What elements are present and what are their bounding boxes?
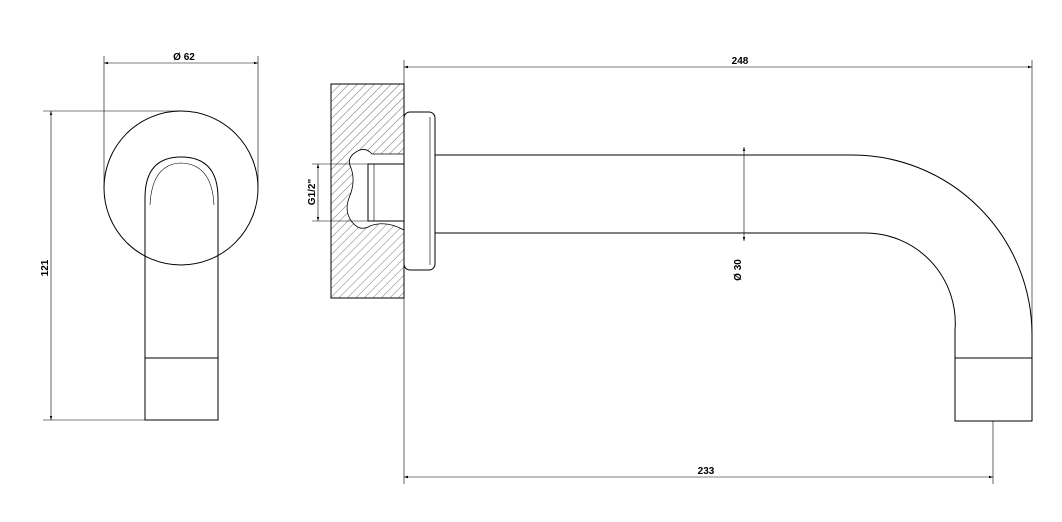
dim-30-label: Ø 30 <box>733 259 744 281</box>
pipe-front-inner-arc <box>149 162 215 206</box>
flange-side <box>403 111 436 271</box>
dim-233-label: 233 <box>698 466 715 477</box>
flange-circle <box>103 110 259 266</box>
front-view: Ø 62 121 <box>40 52 259 421</box>
spout-tip <box>954 357 1033 422</box>
dim-g12-label: G1/2" <box>307 179 318 206</box>
dim-62-label: Ø 62 <box>173 52 195 63</box>
dim-248-label: 248 <box>732 56 749 67</box>
spout-pipe <box>435 154 1033 359</box>
pipe-front-outline <box>144 156 219 421</box>
dim-121-label: 121 <box>40 259 51 276</box>
side-view: G1/2" Ø 30 248 233 <box>307 56 1033 484</box>
wall-recess <box>346 149 405 231</box>
